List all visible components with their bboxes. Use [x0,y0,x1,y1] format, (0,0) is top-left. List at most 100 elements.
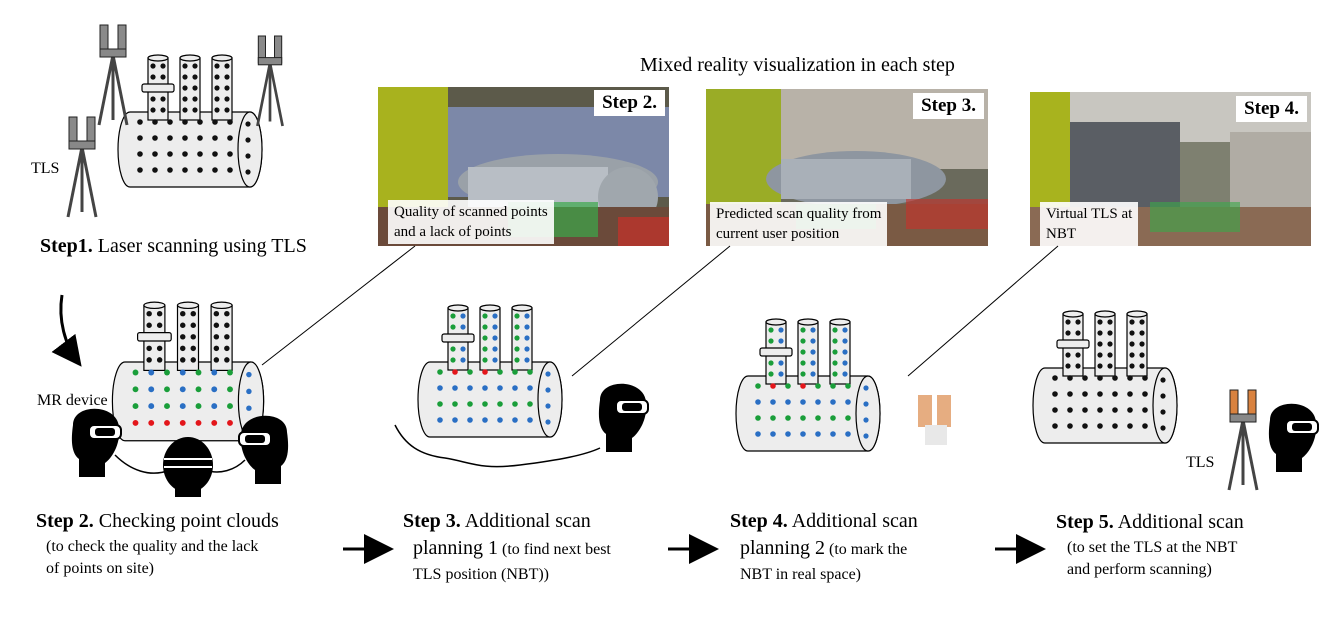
step5-cylinder-point [1112,375,1118,381]
step4-pipe-point [768,327,774,333]
step1-pipe-point [182,74,188,80]
step1-cylinder-point [152,167,158,173]
step2-pipe-point [190,310,196,317]
step1-pipe-top-2 [179,54,201,62]
step1-pipe-top-3 [211,54,233,62]
step1-pipe-point [150,96,156,102]
step4-pipe-point [832,360,838,366]
step1-cylinder-end [237,111,263,188]
mr-headset-user-left-icon-silhouette [71,408,120,477]
photo-step4: Step 4. Virtual TLS at NBT [1030,92,1311,246]
step1-cylinder-point [197,151,203,157]
step1-end-point [245,169,251,175]
step3-end-point [545,403,551,409]
step2-pipe-point [156,357,163,363]
step3-line2-small: (to find next best [498,541,611,558]
step5-pipe-point [1065,319,1071,325]
step5-cylinder-point [1082,375,1088,381]
step2-pipe-point [180,322,186,328]
step5-cylinder-point [1052,375,1058,381]
step1-end-point [245,153,251,159]
step2-pipe-point [180,357,186,363]
tls-label-top: TLS [31,160,60,177]
step4-pipe-point [778,338,784,344]
step3-cylinder-point [437,385,443,391]
step2-pipe-point [156,322,163,328]
step5-pipe-point [1139,363,1145,369]
step5-end-point [1160,409,1166,415]
tls-scanner-top-icon-leg [111,54,129,126]
step4-cylinder-point [800,399,806,405]
step2-pipe-point [224,357,230,363]
step3-pipe-point [492,346,498,352]
step3-pipe-point [514,313,520,319]
step1-pipe-point [214,74,220,80]
step5-caption: Step 5. Additional scan [1056,509,1244,535]
step3-pipe-point [514,346,520,352]
step2-pipe-point [180,334,186,340]
back-head-neck [175,485,201,497]
step2-cylinder-point [164,386,170,393]
step1-cylinder-point [137,135,143,141]
step5-pipe-point [1075,330,1081,336]
step5-end-point [1160,377,1166,383]
step3-cylinder-point [497,385,503,391]
step2-cylinder-point [211,386,218,393]
photo-step2-caption-line1: Quality of scanned points [394,204,548,220]
step4-line2-small: (to mark the [825,541,908,558]
step3-end-point [545,371,551,377]
step1-pipe-point [160,74,166,80]
step1-end-point [245,121,251,127]
step5-cylinder-point [1082,391,1088,397]
step2-pipe-point [213,334,220,340]
step5-cylinder-point [1052,391,1058,397]
mr-headset-user-step3-icon [598,383,649,452]
step4-pipe-point [832,327,838,333]
step4-cylinder-point [785,383,791,389]
step2-pipe-point [213,310,220,317]
step3-cylinder-point [437,401,443,407]
step2-pipe-point [224,345,230,352]
step4-cylinder-point [785,431,791,437]
step4-cylinder-point [830,431,836,437]
step4-pipe-point [842,349,848,355]
step3-pipe-point [492,357,498,363]
step5-cylinder-point [1127,407,1133,413]
step5-pipe-point [1107,330,1113,336]
step4-cylinder-point [815,415,821,421]
step5-cylinder-point [1112,407,1118,413]
step2-cylinder-point [148,403,155,410]
step4-caption: Step 4. Additional scan [730,508,918,534]
step2-title: Step 2. [36,510,94,532]
step3-cylinder-point [512,401,518,407]
step2-cylinder-point [148,386,155,393]
step1-pipe-point [182,85,188,91]
step2-pipe-top-3 [210,301,233,310]
step5-pipe-point [1075,352,1081,358]
step3-pipe-point [450,313,456,319]
step5-cylinder-point [1097,391,1103,397]
virtual-tls-base [925,425,947,445]
step4-pipe-point [842,360,848,366]
step3-pipe-point [450,346,456,352]
photo-step4-caption-line2: NBT [1046,226,1076,242]
step1-pipe-point [150,107,156,113]
step3-cylinder-point [437,369,443,375]
step1-cylinder-point [227,151,233,157]
step4-cylinder-point [770,431,776,437]
step5-pipe-top-1 [1062,310,1084,318]
step2-caption: Step 2. Checking point clouds [36,508,279,534]
step3-line2: planning 1 (to find next best [413,535,611,561]
step3-end-point [545,387,551,393]
photo-step4-image [1030,92,1311,246]
step2-pipe-point [213,357,220,363]
step4-line3: NBT in real space) [740,566,861,583]
step1-pipe-point [150,63,156,69]
step5-cylinder-point [1067,375,1073,381]
step5-cylinder-point [1067,407,1073,413]
step4-cylinder-point [845,415,851,421]
photo-step3-badge: Step 3. [913,93,984,119]
step3-cylinder-point [437,417,443,423]
step1-pipe-point [214,85,220,91]
